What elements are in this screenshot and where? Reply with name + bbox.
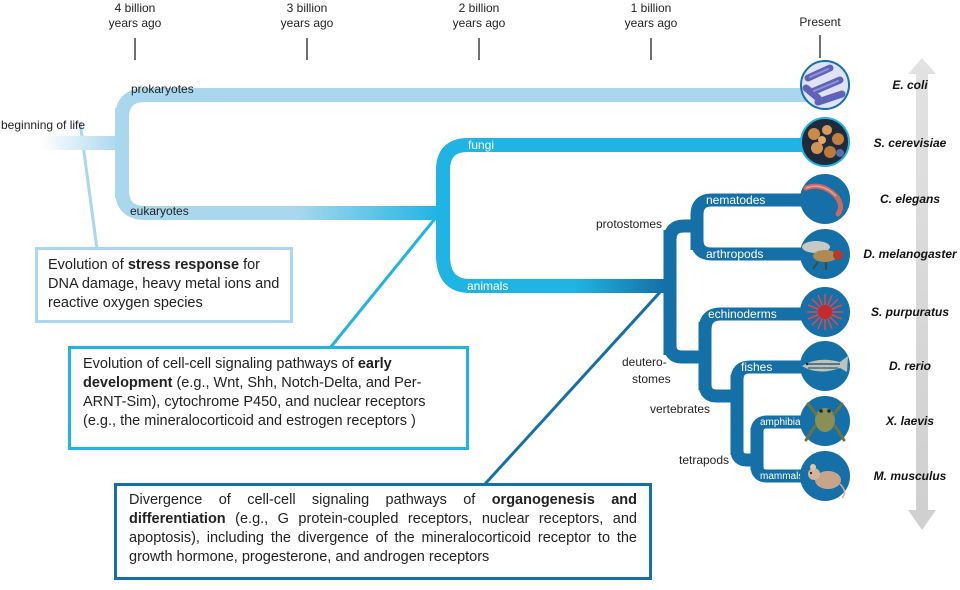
nematodes-branch (690, 193, 815, 216)
species-name: M. musculus (874, 469, 947, 483)
box-text: (e.g., Wnt, Shh, Notch-Delta, and Per-AR… (83, 375, 426, 429)
box-bold-text: organogenesis and differentiation (129, 492, 637, 527)
species-name: S. purpuratus (871, 305, 949, 319)
tetrapods-branch (730, 449, 754, 467)
eukaryotes-label: eukaryotes (130, 204, 189, 218)
animals-label: animals (467, 279, 508, 293)
animals-branch (436, 254, 668, 293)
box-bold-text: stress response (127, 257, 240, 273)
protostomes-branch (663, 219, 692, 241)
sea-urchin-icon (800, 287, 850, 337)
species-name: X. laevis (885, 414, 934, 428)
echinoderms-branch (698, 307, 815, 331)
phylogenetic-tree (40, 88, 815, 483)
tick-label: 2 billion (459, 1, 500, 15)
worm-icon (800, 174, 850, 224)
protostomes-label: protostomes (596, 217, 662, 231)
tick-label: years ago (109, 16, 162, 30)
vertebrates-label: vertebrates (650, 402, 710, 416)
organogenesis-box: Divergence of cell-cell signaling pathwa… (114, 483, 652, 580)
stress-response-box: Evolution of stress response for DNA dam… (35, 247, 293, 323)
box2-connector (328, 209, 444, 349)
vertebrates-branch (698, 383, 732, 403)
mouse-icon (800, 451, 850, 501)
prokaryotes-branch (115, 88, 815, 119)
frog-icon (800, 396, 850, 446)
prokaryotes-label: prokaryotes (131, 82, 194, 96)
amphibians-branch (750, 415, 815, 433)
tetrapods-label: tetrapods (679, 453, 729, 467)
species-icons (800, 60, 850, 501)
deuterostomes-branch (663, 344, 700, 364)
early-development-box: Evolution of cell-cell signaling pathway… (68, 346, 469, 450)
mammals-branch (750, 465, 815, 483)
box-text: Divergence of cell-cell signaling pathwa… (129, 492, 492, 508)
box-text: Evolution of cell-cell signaling pathway… (83, 356, 358, 372)
fishes-label: fishes (741, 360, 772, 374)
fishes-branch (730, 360, 815, 381)
species-name: E. coli (892, 78, 928, 92)
species-name: C. elegans (880, 192, 940, 206)
echinoderms-label: echinoderms (708, 307, 777, 321)
mammals-label: mammals (760, 471, 803, 482)
time-arrow (908, 58, 936, 530)
tick-label: 1 billion (631, 1, 672, 15)
tick-label: 3 billion (287, 1, 328, 15)
tick-label: years ago (281, 16, 334, 30)
nematodes-label: nematodes (706, 193, 765, 207)
root-label: beginning of life (1, 118, 85, 132)
eukaryotes-branch (115, 189, 438, 220)
box-text: for DNA damage, heavy metal ions and rea… (48, 257, 280, 311)
amphibians-label: amphibians (760, 417, 811, 428)
timeline: 4 billion years ago 3 billion years ago … (109, 1, 841, 60)
arthropods-branch (690, 239, 815, 261)
fungi-label: fungi (468, 138, 494, 152)
tick-label: 4 billion (115, 1, 156, 15)
species-name: D. rerio (889, 359, 931, 373)
box3-connector (483, 288, 664, 486)
box-text: (e.g., G protein-coupled receptors, nucl… (129, 511, 637, 565)
deuterostomes-label: deutero- (622, 355, 667, 369)
box-bold-text: early development (83, 356, 392, 391)
bacteria-icon (800, 60, 850, 110)
species-name: S. cerevisiae (874, 136, 947, 150)
fly-icon (800, 229, 850, 279)
box-text: Evolution of (48, 257, 128, 273)
tick-label: years ago (625, 16, 678, 30)
zebrafish-icon (800, 341, 850, 391)
deuterostomes-label: stomes (632, 372, 671, 386)
double-arrow-icon (908, 58, 936, 530)
arthropods-label: arthropods (706, 247, 763, 261)
species-name: D. melanogaster (863, 247, 958, 261)
tick-label: years ago (453, 16, 506, 30)
yeast-icon (800, 117, 850, 167)
tick-label: Present (799, 15, 841, 29)
fungi-branch (436, 138, 815, 171)
